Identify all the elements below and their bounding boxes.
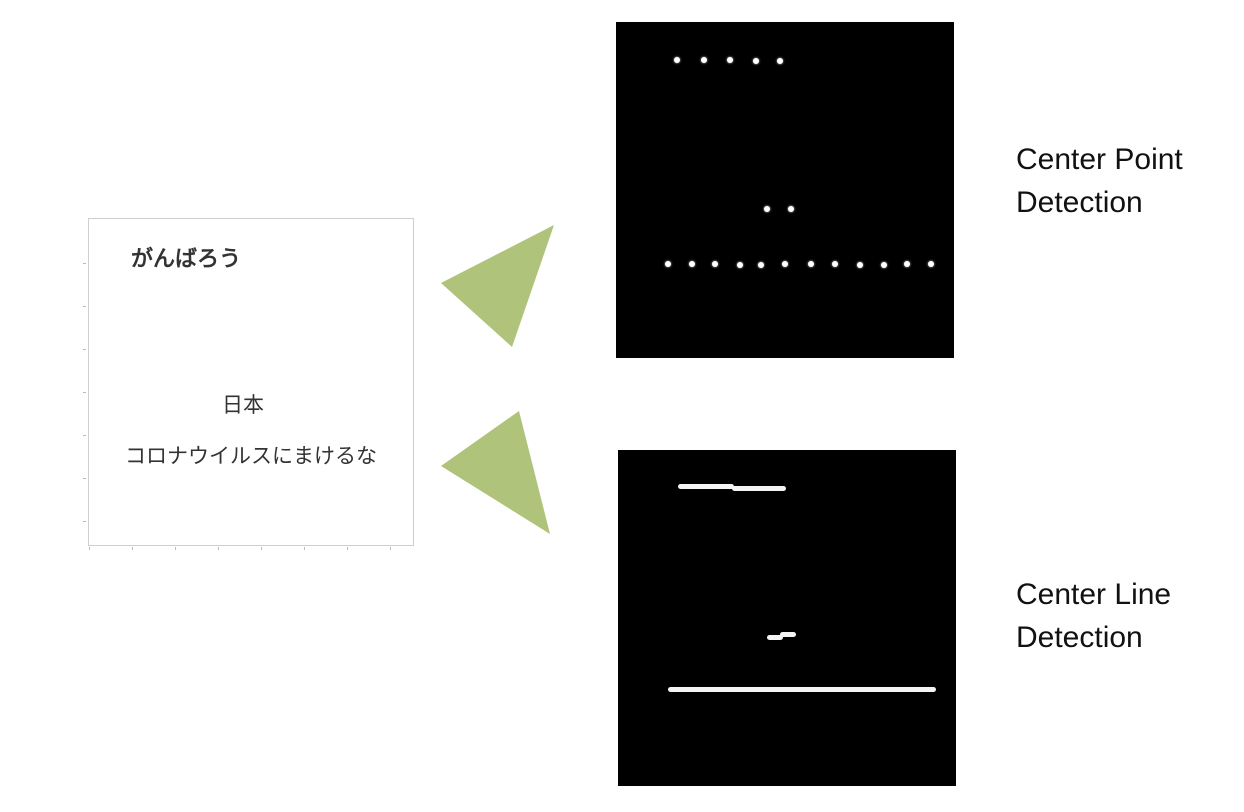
center-point — [701, 57, 707, 63]
y-tick — [83, 349, 86, 350]
y-tick — [83, 392, 86, 393]
center-point — [712, 261, 718, 267]
center-line-detection-label: Center Line Detection — [1016, 573, 1171, 659]
center-point — [788, 206, 794, 212]
input-text-image: がんばろう 日本 コロナウイルスにまけるな — [83, 218, 414, 550]
x-tick — [304, 547, 305, 550]
x-tick — [390, 547, 391, 550]
center-point — [832, 261, 838, 267]
center-point — [857, 262, 863, 268]
center-point — [727, 57, 733, 63]
arrow-to-point-detection — [441, 225, 554, 347]
x-tick — [175, 547, 176, 550]
label-line-1: Center Line — [1016, 578, 1172, 611]
center-point — [881, 262, 887, 268]
center-line-output — [618, 450, 956, 786]
text-corona: コロナウイルスにまけるな — [125, 444, 377, 468]
center-point — [782, 261, 788, 267]
center-line — [668, 687, 936, 692]
center-point — [758, 262, 764, 268]
x-tick — [261, 547, 262, 550]
center-point — [928, 261, 934, 267]
y-tick — [83, 306, 86, 307]
x-tick — [218, 547, 219, 550]
center-point-output — [616, 22, 954, 358]
center-point — [689, 261, 695, 267]
center-point — [808, 261, 814, 267]
center-point — [737, 262, 743, 268]
center-line — [780, 632, 796, 637]
x-tick — [132, 547, 133, 550]
center-point — [674, 57, 680, 63]
label-line-2: Detection — [1016, 186, 1143, 219]
center-line — [678, 484, 734, 489]
label-line-1: Center Point — [1016, 143, 1183, 176]
arrow-to-line-detection — [441, 411, 550, 534]
text-ganbarou: がんばろう — [131, 247, 242, 272]
label-line-2: Detection — [1016, 621, 1143, 654]
center-point — [777, 58, 783, 64]
center-point — [753, 58, 759, 64]
x-tick — [347, 547, 348, 550]
y-tick — [83, 478, 86, 479]
center-line — [767, 635, 783, 640]
y-tick — [83, 263, 86, 264]
x-tick — [89, 547, 90, 550]
text-nihon: 日本 — [222, 393, 264, 417]
center-point-detection-label: Center Point Detection — [1016, 138, 1183, 224]
center-point — [904, 261, 910, 267]
y-tick — [83, 435, 86, 436]
center-line — [732, 486, 786, 491]
center-point — [665, 261, 671, 267]
y-tick — [83, 521, 86, 522]
center-point — [764, 206, 770, 212]
